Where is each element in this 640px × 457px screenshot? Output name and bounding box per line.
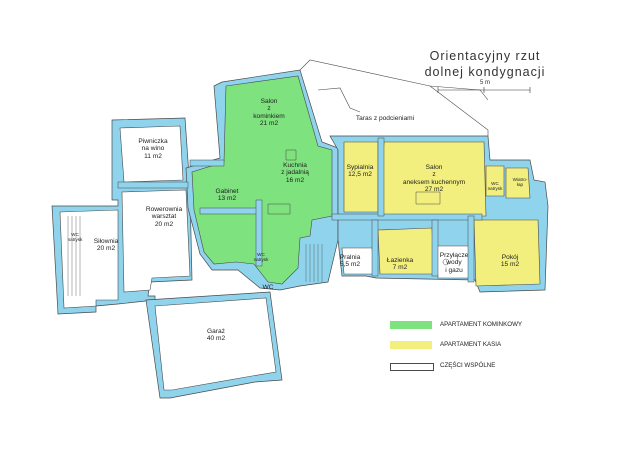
- furniture: [267, 149, 450, 266]
- room-wc: WC: [262, 284, 274, 291]
- legend-label-common: CZĘŚCI WSPÓLNE: [440, 362, 496, 369]
- legend-label-yellow: APARTAMENT KASIA: [440, 341, 502, 348]
- scale-label: 5 m: [479, 80, 490, 86]
- plan-title: Orientacyjny rzut dolnej kondygnacji: [400, 48, 570, 80]
- legend-swatch-yellow: [390, 341, 432, 349]
- common-areas: [59, 125, 473, 391]
- plan-title-line1: Orientacyjny rzut: [429, 49, 541, 63]
- green-apartment: [191, 75, 333, 285]
- plan-title-line2: dolnej kondygnacji: [424, 65, 546, 79]
- yellow-apartment: [343, 141, 541, 287]
- interior-walls: [117, 137, 483, 283]
- stairs: [67, 216, 323, 296]
- room-wiatrolap: Wiatro-łap: [512, 177, 528, 187]
- terrace-label: Taras z podcieniami: [355, 115, 415, 122]
- scale-bar: [437, 87, 531, 93]
- legend-swatch-common: [390, 363, 434, 371]
- legend-label-green: APARTAMENT KOMINKOWY: [440, 321, 523, 328]
- legend-swatch-green: [390, 321, 432, 329]
